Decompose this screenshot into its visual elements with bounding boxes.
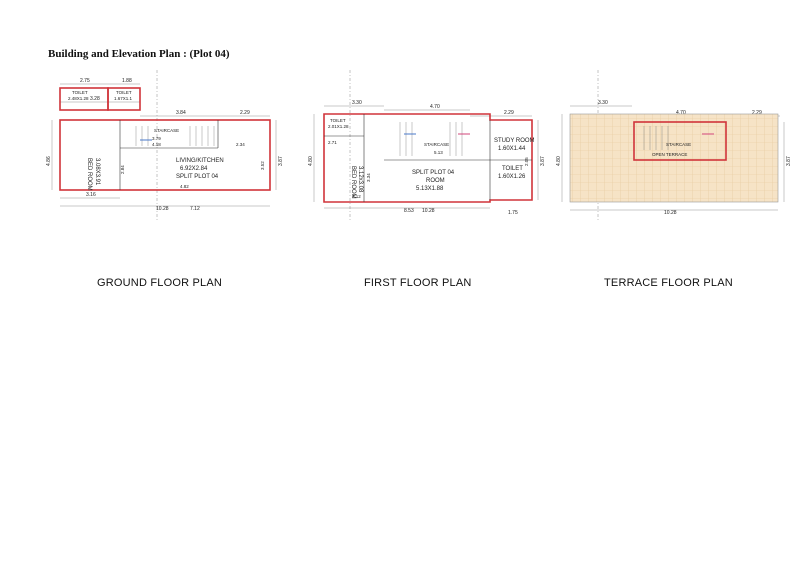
dim-label: 10.28 (664, 210, 677, 216)
dim-label: 4.86 (46, 156, 52, 166)
terrace-floor-caption: TERRACE FLOOR PLAN (604, 277, 733, 289)
staircase-treads (135, 126, 215, 146)
bedroom-size: 3.12x3.08 (357, 166, 363, 193)
toilet-size: 2.01X1.28 (328, 124, 349, 129)
first-floor-drawing: 3.30 4.70 2.29 STAIRCASE 5.13 TOILET 2.0… (308, 70, 546, 220)
terrace-floor-plan: 3.30 4.70 2.29 STAIRCASE OPEN TERRACE 3.… (548, 70, 792, 220)
ground-floor-caption: GROUND FLOOR PLAN (97, 277, 223, 289)
bedroom-label: BED ROOM (86, 158, 92, 191)
dim-label: 3.30 (352, 100, 362, 106)
dim-label: 4.18 (152, 142, 161, 147)
dim-label: 2.71 (328, 140, 337, 145)
dim-label: 2.84 (120, 165, 125, 174)
dim-label: 3.16 (86, 192, 96, 198)
bedroom-size: 3.08X3.91 (94, 158, 100, 186)
dim-label: 2.75 (80, 78, 90, 84)
dim-label: 2.29 (240, 110, 250, 116)
staircase-label: STAIRCASE (154, 128, 179, 133)
dim-label: 1.75 (508, 210, 518, 216)
toilet-2-size: 1.67X1.1 (114, 96, 133, 101)
toilet-2-wall (107, 87, 141, 111)
toilet-2-label: TOILET (502, 166, 523, 172)
dim-label: 7.12 (190, 206, 200, 212)
dim-label: 3.12 (352, 194, 361, 199)
first-floor-caption: FIRST FLOOR PLAN (364, 277, 472, 289)
dim-label: 2.29 (504, 110, 514, 116)
toilet-2-label: TOILET (116, 90, 132, 95)
ground-floor-drawing: 2.75 1.88 3.28 3.84 2.29 TOILET 2.48X1.2… (46, 70, 284, 220)
dim-label: 4.70 (430, 104, 440, 110)
terrace-floor-drawing: 3.30 4.70 2.29 STAIRCASE OPEN TERRACE 3.… (556, 70, 792, 220)
dim-label: 10.28 (422, 208, 435, 214)
ground-outer-wall (59, 119, 271, 191)
dim-label: 2.34 (236, 142, 245, 147)
dim-label: 5.13 (434, 150, 443, 155)
staircase-label: STAIRCASE (424, 142, 449, 147)
dim-label: 8.53 (404, 208, 414, 214)
staircase-treads (399, 122, 463, 156)
dim-label: 3.52 (260, 161, 265, 170)
toilet-label: TOILET (330, 118, 346, 123)
split-plot-label: SPLIT PLOT 04 (176, 174, 219, 180)
split-plot-label: SPLIT PLOT 04 (412, 170, 455, 176)
study-room-size: 1.60X1.44 (498, 146, 526, 152)
study-room-label: STUDY ROOM (494, 138, 535, 144)
dim-label: 3.30 (598, 100, 608, 106)
dim-label: 3.28 (90, 96, 100, 102)
dim-label: 3.84 (176, 110, 186, 116)
living-size: 6.92X2.84 (180, 166, 208, 172)
dim-label: 3.34 (366, 173, 371, 182)
dim-label: 4.80 (308, 156, 314, 166)
dim-label: 3.87 (786, 156, 792, 166)
bedroom-label: BED ROOM (350, 166, 356, 199)
room-size: 5.13X1.88 (416, 186, 444, 192)
dim-label: 10.28 (156, 206, 169, 212)
toilet-1-size: 2.48X1.28 (68, 96, 89, 101)
terrace-tile-area (569, 113, 779, 203)
dim-label: 4.80 (556, 156, 562, 166)
dim-label: 2.29 (752, 110, 762, 116)
dim-label: 3.87 (278, 156, 284, 166)
stair-cabin-wall (633, 121, 727, 161)
dim-label: 4.82 (180, 184, 189, 189)
open-terrace-label: OPEN TERRACE (652, 152, 687, 157)
toilet-1-label: TOILET (72, 90, 88, 95)
dim-label: 3.87 (540, 156, 546, 166)
staircase-treads (643, 126, 669, 150)
dim-label: 1.88 (122, 78, 132, 84)
first-floor-plan: 3.30 4.70 2.29 STAIRCASE 5.13 TOILET 2.0… (300, 70, 546, 220)
living-label: LIVING/KITCHEN (176, 158, 224, 164)
room-label: ROOM (426, 178, 445, 184)
staircase-label: STAIRCASE (666, 142, 691, 147)
toilet-2-size: 1.60X1.26 (498, 174, 526, 180)
page-title: Building and Elevation Plan : (Plot 04) (48, 48, 230, 60)
dim-label: 3.79 (152, 136, 161, 141)
dim-label: 4.70 (676, 110, 686, 116)
dim-label: 2.05 (524, 157, 529, 166)
ground-floor-plan: 2.75 1.88 3.28 3.84 2.29 TOILET 2.48X1.2… (40, 70, 284, 220)
first-outer-wall (323, 113, 533, 203)
